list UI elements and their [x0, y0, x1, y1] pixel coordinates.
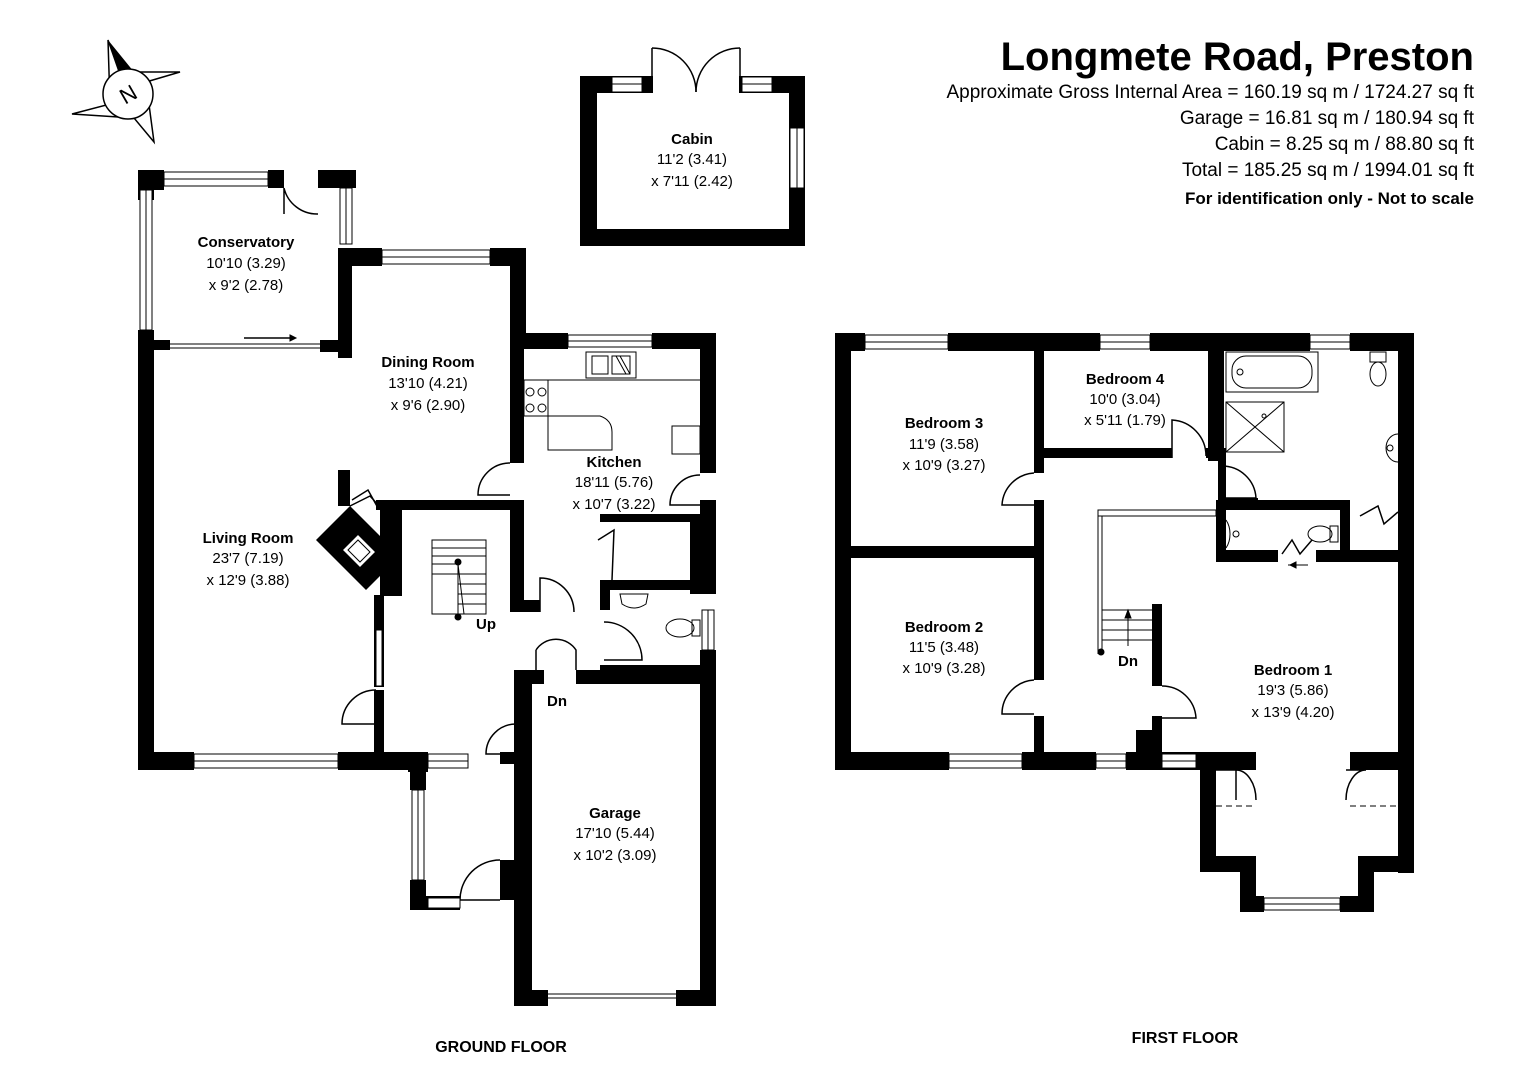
ground-wc — [619, 593, 715, 651]
ground-stairs-dn-label: Dn — [547, 693, 567, 710]
ground-door-swings — [341, 462, 701, 901]
kitchen-window — [567, 334, 653, 348]
bedroom2-dim1: 11'5 (3.48) — [909, 639, 979, 656]
garage-door — [548, 993, 676, 999]
first-floor-walls — [835, 333, 1414, 912]
living-name: Living Room — [203, 530, 294, 547]
garage-name: Garage — [589, 805, 641, 822]
garage-dim2: x 10'2 (3.09) — [574, 847, 657, 864]
bedroom4-dim2: x 5'11 (1.79) — [1084, 412, 1166, 429]
living-window — [193, 753, 339, 769]
bedroom4-dim1: 10'0 (3.04) — [1089, 391, 1160, 408]
bedroom3-dim2: x 10'9 (3.27) — [903, 457, 986, 474]
ground-floor-label: GROUND FLOOR — [435, 1039, 567, 1056]
cabin-dim2: x 7'11 (2.42) — [651, 173, 733, 190]
conservatory-dim1: 10'10 (3.29) — [206, 255, 286, 272]
first-floor-door-swings — [1001, 419, 1398, 807]
plan-header: Longmete Road, Preston Approximate Gross… — [946, 34, 1474, 214]
dining-window — [381, 249, 491, 265]
garage-area-line: Garage = 16.81 sq m / 180.94 sq ft — [1179, 108, 1474, 129]
bedroom1-dim2: x 13'9 (4.20) — [1252, 704, 1335, 721]
bedroom3-dim1: 11'9 (3.58) — [909, 436, 979, 453]
ground-stairs — [431, 539, 487, 621]
north-compass-icon: N — [71, 39, 181, 145]
fireplace-icon — [316, 495, 402, 596]
first-floor-label: FIRST FLOOR — [1132, 1030, 1239, 1047]
kitchen-dim1: 18'11 (5.76) — [575, 474, 653, 491]
conservatory-glazing — [139, 171, 353, 349]
kitchen-dim2: x 10'7 (3.22) — [573, 496, 656, 513]
bedroom3-name: Bedroom 3 — [905, 415, 983, 432]
bedroom1-name: Bedroom 1 — [1254, 662, 1332, 679]
ground-floor-walls — [138, 170, 716, 1006]
living-dim1: 23'7 (7.19) — [212, 550, 283, 567]
conservatory-door — [283, 187, 319, 215]
plan-title: Longmete Road, Preston — [1000, 35, 1474, 79]
ground-stairs-up-label: Up — [476, 616, 496, 633]
bedroom2-dim2: x 10'9 (3.28) — [903, 660, 986, 677]
cabin-dim1: 11'2 (3.41) — [657, 151, 727, 168]
dining-name: Dining Room — [381, 354, 474, 371]
bedroom4-name: Bedroom 4 — [1086, 371, 1165, 388]
first-stairs-dn-label: Dn — [1118, 653, 1138, 670]
kitchen-units — [523, 351, 701, 455]
first-floor-stairs — [1097, 509, 1217, 656]
conservatory-name: Conservatory — [198, 234, 295, 251]
ensuite-fixtures — [1225, 519, 1339, 569]
conservatory-dim2: x 9'2 (2.78) — [209, 277, 284, 294]
dining-dim1: 13'10 (4.21) — [388, 375, 468, 392]
bathroom-fixtures — [1225, 351, 1399, 526]
hall-windows — [375, 629, 469, 909]
living-dim2: x 12'9 (3.88) — [207, 572, 290, 589]
garage-dim1: 17'10 (5.44) — [575, 825, 655, 842]
total-area-line: Total = 185.25 sq m / 1994.01 sq ft — [1181, 160, 1474, 181]
bedroom2-name: Bedroom 2 — [905, 619, 983, 636]
dining-dim2: x 9'6 (2.90) — [391, 397, 466, 414]
first-floor-windows — [864, 334, 1351, 911]
cabin-area-line: Cabin = 8.25 sq m / 88.80 sq ft — [1214, 134, 1474, 155]
identification-note: For identification only - Not to scale — [1184, 189, 1474, 208]
kitchen-name: Kitchen — [586, 454, 641, 471]
cabin-name: Cabin — [671, 131, 713, 148]
gross-area-line: Approximate Gross Internal Area = 160.19… — [946, 82, 1474, 103]
bedroom1-dim1: 19'3 (5.86) — [1257, 682, 1328, 699]
cabin-walls — [580, 47, 805, 246]
